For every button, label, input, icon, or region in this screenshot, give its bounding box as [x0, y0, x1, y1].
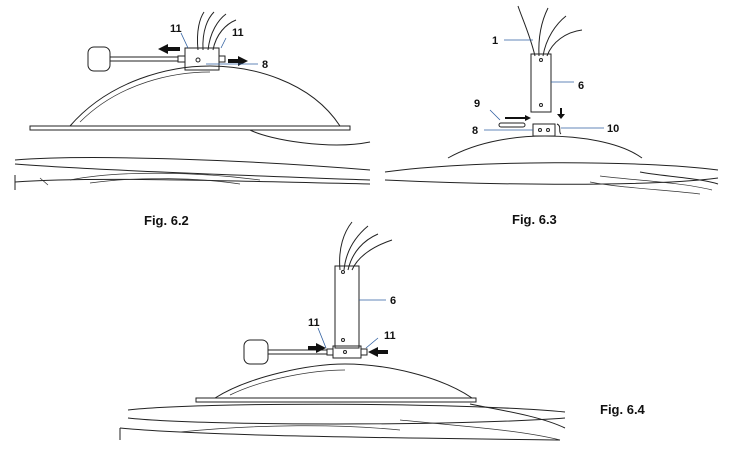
callout-11-right: 11 [232, 27, 244, 39]
callout-6: 6 [578, 80, 584, 92]
figure-caption-6-3: Fig. 6.3 [512, 212, 557, 227]
figure-6-4: 6 11 11 Fig. 6.4 [119, 221, 646, 441]
figure-caption-6-4: Fig. 6.4 [600, 402, 646, 417]
callout-11-left: 11 [170, 23, 182, 35]
callout-9: 9 [474, 98, 480, 110]
figure-6-2: 11 11 8 Fig. 6.2 [14, 11, 371, 228]
figure-caption-6-2: Fig. 6.2 [144, 213, 189, 228]
callout-10: 10 [607, 123, 619, 135]
callout-11-left: 11 [308, 317, 320, 329]
callout-8: 8 [262, 59, 268, 71]
figure-6-3: 1 6 9 8 10 Fig. 6.3 [384, 5, 719, 227]
callout-11-right: 11 [384, 330, 396, 342]
callout-6: 6 [390, 295, 396, 307]
callout-8: 8 [472, 125, 478, 137]
callout-1: 1 [492, 35, 498, 47]
